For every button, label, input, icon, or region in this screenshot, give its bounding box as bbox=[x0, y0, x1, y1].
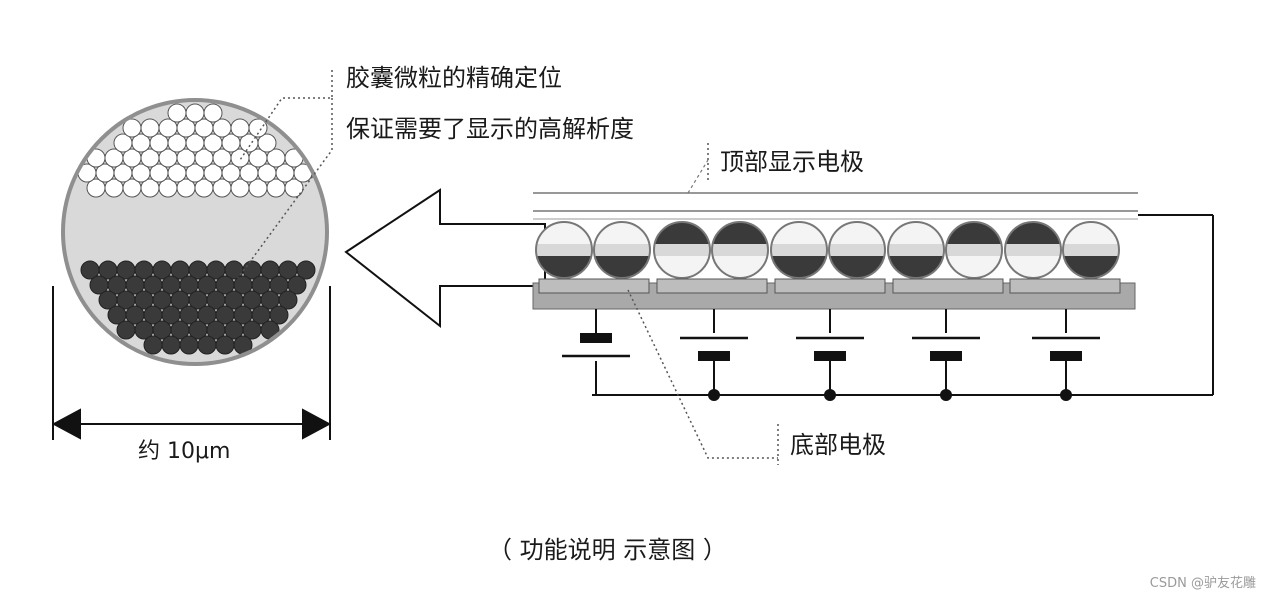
drive-circuit bbox=[562, 214, 1214, 401]
capsule-white-top bbox=[888, 222, 944, 278]
battery-cell bbox=[796, 309, 864, 395]
white-particle bbox=[167, 103, 187, 123]
diameter-dimension bbox=[51, 286, 332, 440]
display-cross-section bbox=[532, 159, 1138, 310]
white-particle bbox=[140, 118, 160, 138]
battery-cell bbox=[562, 309, 630, 395]
capsule-white-top bbox=[771, 222, 827, 278]
black-particle bbox=[143, 335, 163, 355]
white-particle bbox=[203, 103, 223, 123]
bottom-electrode-label: 底部电极 bbox=[790, 431, 886, 459]
black-particle bbox=[161, 335, 181, 355]
battery-cell bbox=[912, 309, 980, 395]
magnified-capsule bbox=[61, 98, 329, 366]
capsule-outline bbox=[593, 221, 651, 279]
black-particle bbox=[269, 305, 289, 325]
capsule-outline bbox=[711, 221, 769, 279]
capsule-note-line1: 胶囊微粒的精确定位 bbox=[346, 64, 562, 92]
white-particle bbox=[248, 118, 268, 138]
black-particle-cluster bbox=[80, 260, 316, 355]
capsule-outline bbox=[535, 221, 593, 279]
junction-dot bbox=[824, 389, 836, 401]
junction-dot bbox=[940, 389, 952, 401]
white-particle bbox=[230, 118, 250, 138]
capsule-white-top bbox=[594, 222, 650, 278]
capsule-black-top bbox=[654, 222, 710, 278]
capsule-note-line2: 保证需要了显示的高解析度 bbox=[346, 115, 634, 143]
black-particle bbox=[116, 320, 136, 340]
capsule-outline bbox=[653, 221, 711, 279]
diameter-label: 约 10μm bbox=[138, 439, 230, 464]
capsule-outline bbox=[828, 221, 886, 279]
electrode-pad bbox=[538, 278, 650, 294]
watermark: CSDN @驴友花雕 bbox=[1149, 576, 1256, 591]
black-particle bbox=[287, 275, 307, 295]
bottom-electrode-leader bbox=[627, 289, 778, 459]
white-particle-cluster bbox=[77, 103, 313, 198]
black-particle bbox=[296, 260, 316, 280]
diagram-caption: （ 功能说明 示意图 ） bbox=[488, 536, 727, 564]
battery-cell bbox=[1032, 309, 1100, 395]
capsule-outline bbox=[1004, 221, 1062, 279]
capsule-outline bbox=[945, 221, 1003, 279]
capsule-row bbox=[535, 221, 1120, 279]
capsule-outline bbox=[1062, 221, 1120, 279]
black-particle bbox=[278, 290, 298, 310]
junction-dot bbox=[708, 389, 720, 401]
capsule-white-top bbox=[829, 222, 885, 278]
electrode-pad bbox=[892, 278, 1004, 294]
capsule-outline bbox=[887, 221, 945, 279]
black-particle bbox=[215, 335, 235, 355]
top-electrode-leader bbox=[687, 159, 709, 194]
capsule-leader-lines bbox=[237, 70, 333, 279]
battery-cell bbox=[680, 309, 748, 395]
junction-dot bbox=[1060, 389, 1072, 401]
white-particle bbox=[284, 178, 304, 198]
capsule-black-top bbox=[946, 222, 1002, 278]
capsule-white-top bbox=[536, 222, 592, 278]
capsule-white-top bbox=[1063, 222, 1119, 278]
electrode-pad bbox=[1009, 278, 1121, 294]
capsule-black-top bbox=[712, 222, 768, 278]
black-particle bbox=[197, 335, 217, 355]
top-electrode-label: 顶部显示电极 bbox=[720, 148, 864, 176]
magnify-arrow bbox=[344, 188, 546, 329]
black-particle bbox=[179, 335, 199, 355]
capsule-outline bbox=[770, 221, 828, 279]
electrode-pad bbox=[774, 278, 886, 294]
capsule-black-top bbox=[1005, 222, 1061, 278]
bottom-electrode-pads bbox=[538, 278, 1121, 294]
electrode-pad bbox=[656, 278, 768, 294]
white-particle bbox=[257, 133, 277, 153]
white-particle bbox=[185, 103, 205, 123]
